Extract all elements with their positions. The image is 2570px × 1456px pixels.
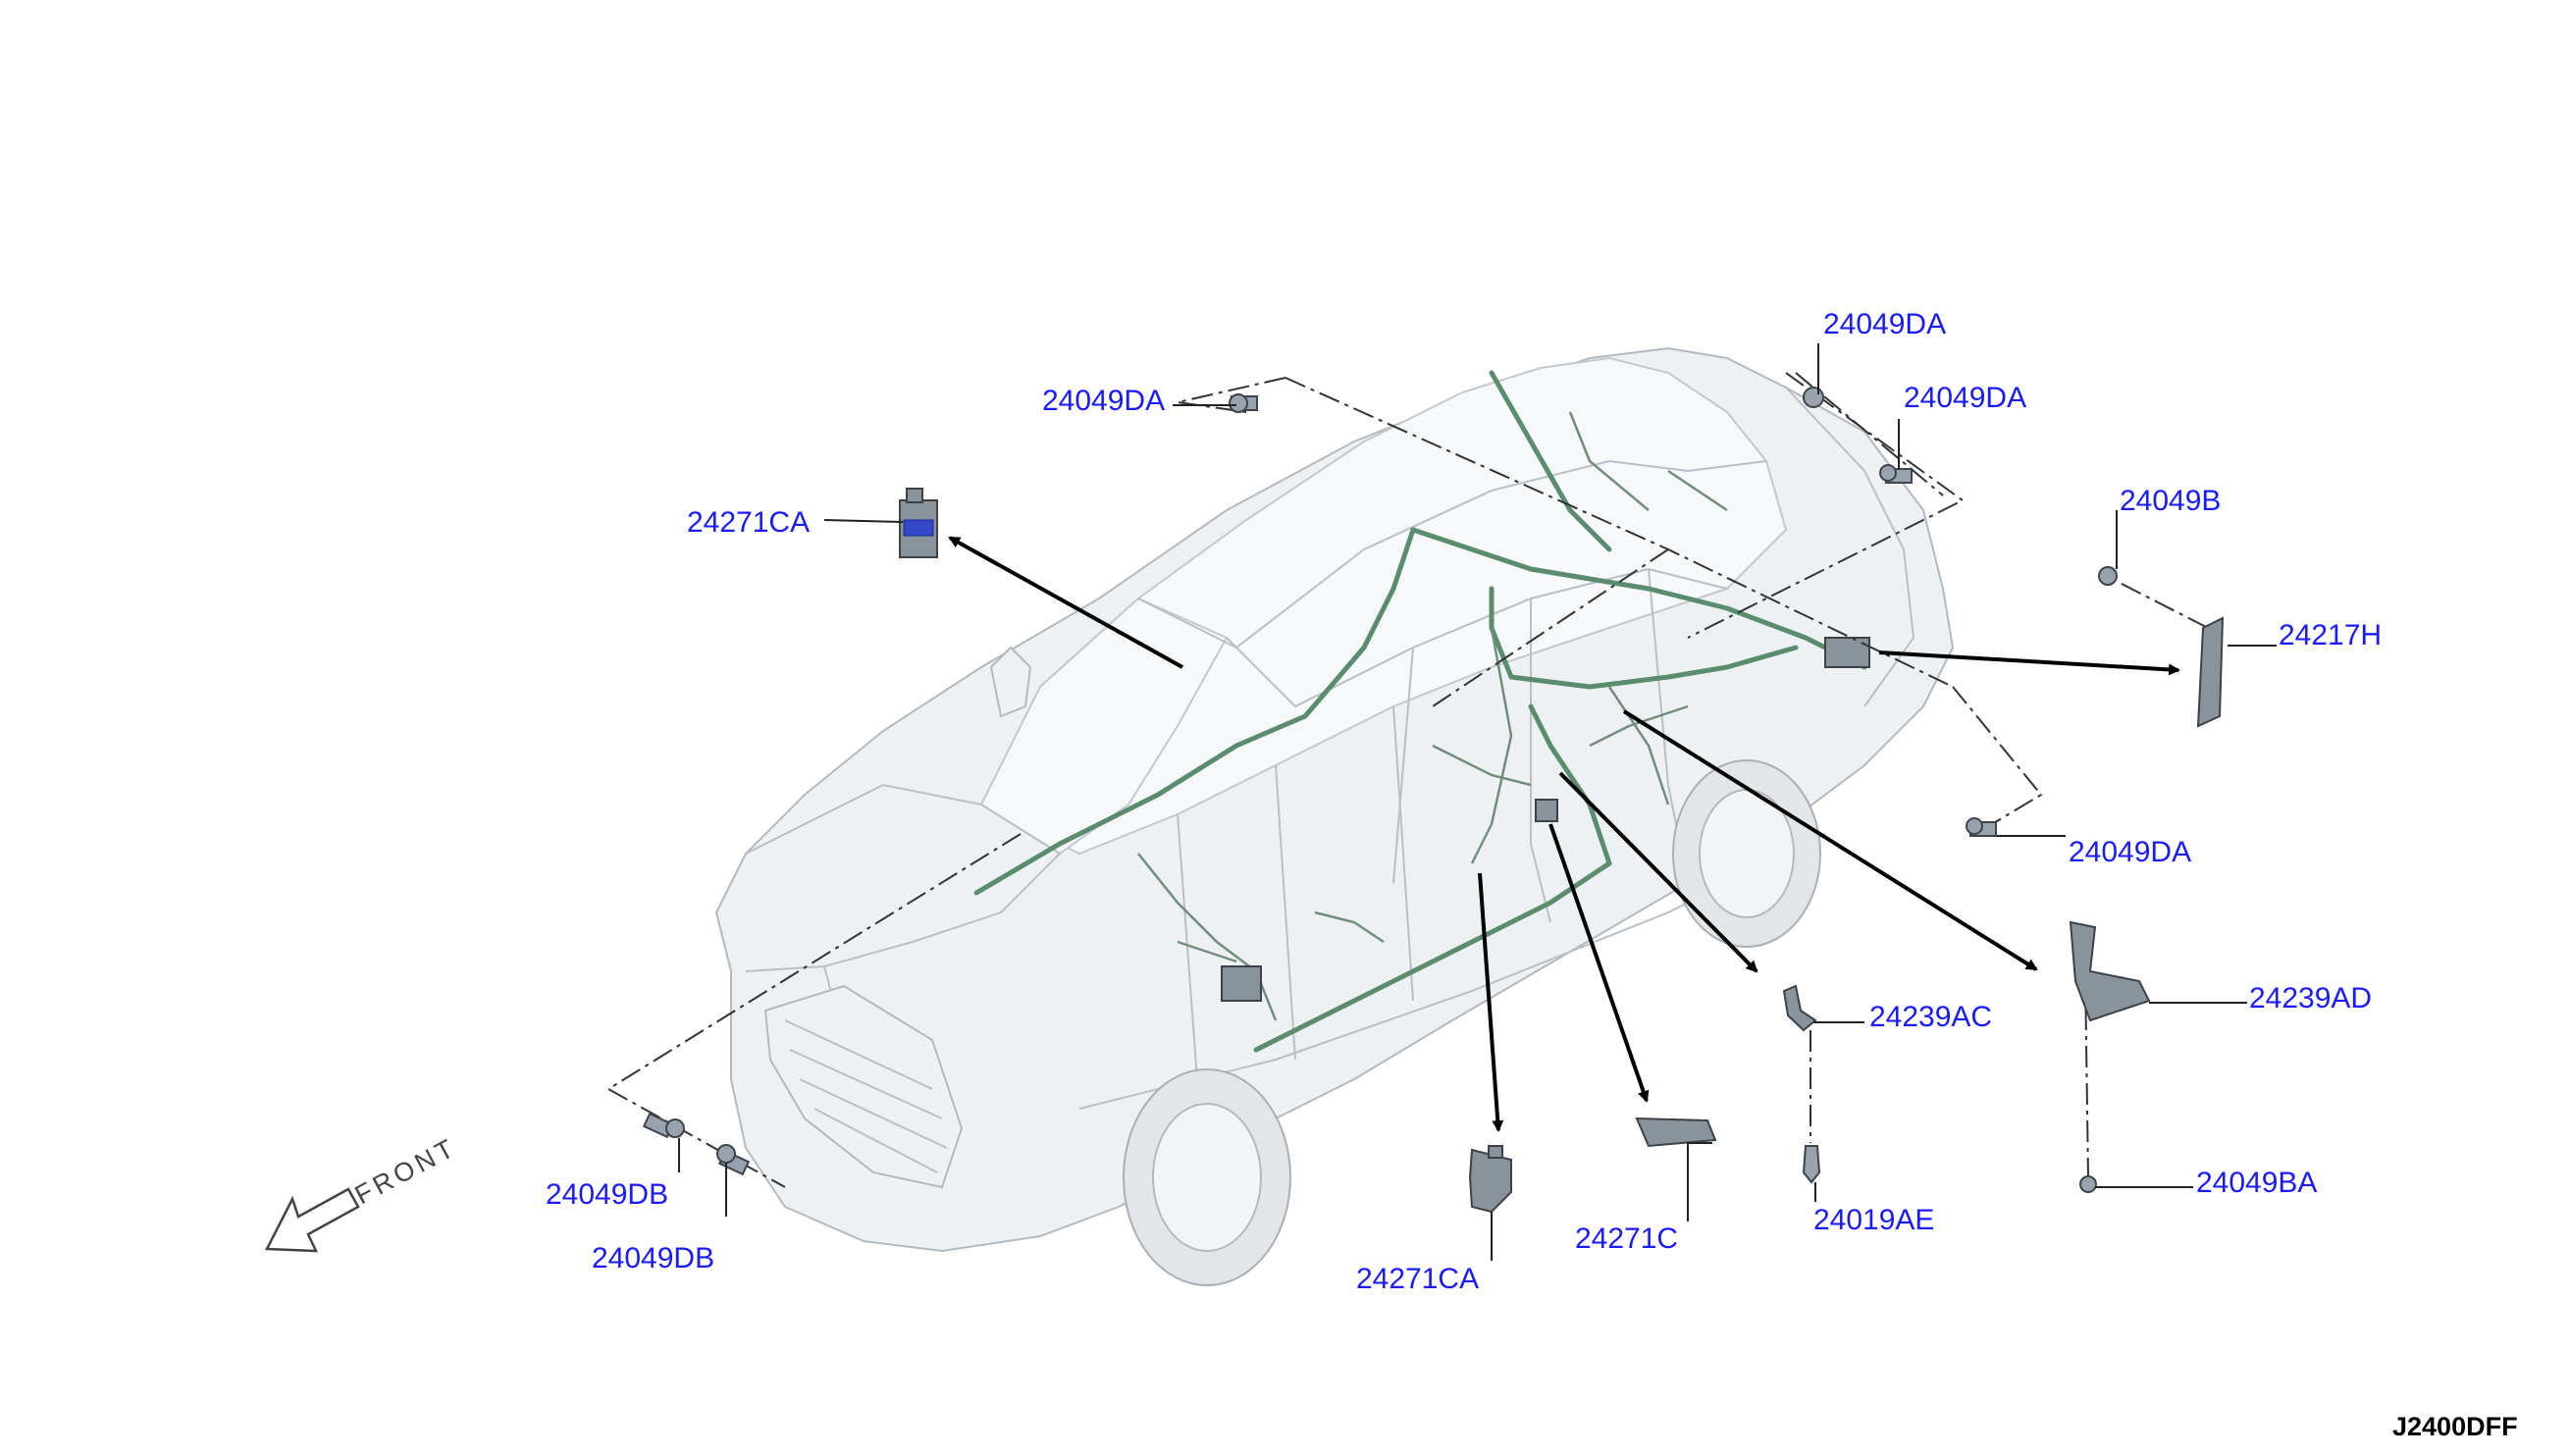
bolt-24049DB-right[interactable]	[716, 1144, 751, 1176]
reference-lines	[606, 372, 2209, 1188]
vehicle-body	[714, 346, 1955, 1286]
label-24049DB-left: 24049DB	[546, 1178, 668, 1211]
label-24049B: 24049B	[2120, 485, 2221, 517]
bracket-24239AD[interactable]	[2069, 920, 2151, 1022]
bolt-24049DB-left[interactable]	[642, 1112, 685, 1139]
arrows	[948, 536, 2180, 1132]
bracket-24217H[interactable]	[2196, 616, 2225, 728]
label-24049DA-3: 24049DA	[1904, 382, 2026, 414]
front-direction-indicator: FRONT	[264, 1132, 462, 1253]
label-24049BA: 24049BA	[2196, 1167, 2317, 1199]
label-24271CA-lower: 24271CA	[1356, 1263, 1479, 1295]
bolt-24049DA-top[interactable]	[1803, 387, 1824, 408]
control-module-24271CA-upper[interactable]	[899, 488, 938, 558]
bolt-24049B[interactable]	[2098, 566, 2118, 586]
label-24217H: 24217H	[2279, 619, 2382, 651]
label-24019AE: 24019AE	[1813, 1204, 1934, 1236]
control-module-24271CA-lower[interactable]	[1468, 1145, 1512, 1214]
bracket-24239AC[interactable]	[1782, 984, 1817, 1032]
part-labels: 24049DA 24049DA 24049DA 24271CA 24049B 2…	[546, 308, 2382, 1295]
bolt-24049DA-right[interactable]	[1879, 464, 1913, 484]
front-wheel	[1123, 1068, 1291, 1286]
label-24239AD: 24239AD	[2249, 982, 2372, 1014]
bolt-24049BA[interactable]	[2079, 1175, 2097, 1193]
label-24049DA-1: 24049DA	[1042, 385, 1165, 417]
label-24049DB-right: 24049DB	[592, 1242, 714, 1274]
label-24271C: 24271C	[1575, 1222, 1678, 1255]
label-24049DA-2: 24049DA	[1823, 308, 1946, 340]
bolt-24019AE[interactable]	[1802, 1145, 1821, 1184]
bolt-24049DA-left[interactable]	[1229, 393, 1258, 413]
label-24049DA-4: 24049DA	[2069, 836, 2191, 868]
control-module-24271C[interactable]	[1635, 1117, 1717, 1148]
label-24271CA-upper: 24271CA	[687, 506, 810, 539]
diagram-code: J2400DFF	[2392, 1412, 2518, 1441]
wiring-harness	[973, 370, 1870, 1053]
front-label: FRONT	[350, 1132, 462, 1211]
leader-lines	[678, 343, 2277, 1261]
rear-wheel	[1672, 759, 1821, 948]
bolt-24049DA-lower[interactable]	[1966, 817, 1997, 837]
label-24239AC: 24239AC	[1869, 1001, 1992, 1033]
